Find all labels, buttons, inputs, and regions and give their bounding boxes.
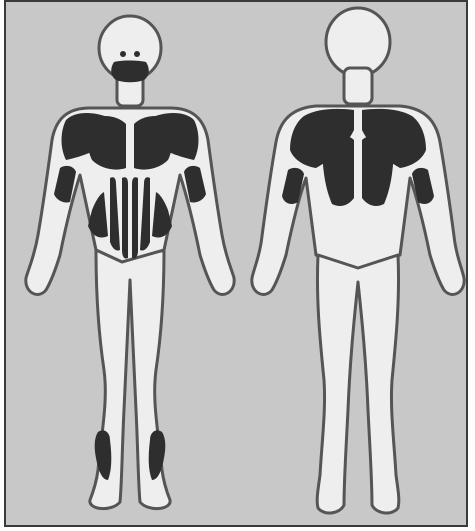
front-eye-right bbox=[134, 51, 140, 57]
front-eye-left bbox=[120, 51, 126, 57]
front-face-mask bbox=[111, 61, 149, 83]
muscle-diagram bbox=[4, 0, 468, 527]
front-abdominal-inner-left bbox=[122, 177, 128, 258]
muscle-diagram-svg bbox=[4, 0, 468, 527]
front-abdominal-inner-right bbox=[132, 177, 138, 258]
